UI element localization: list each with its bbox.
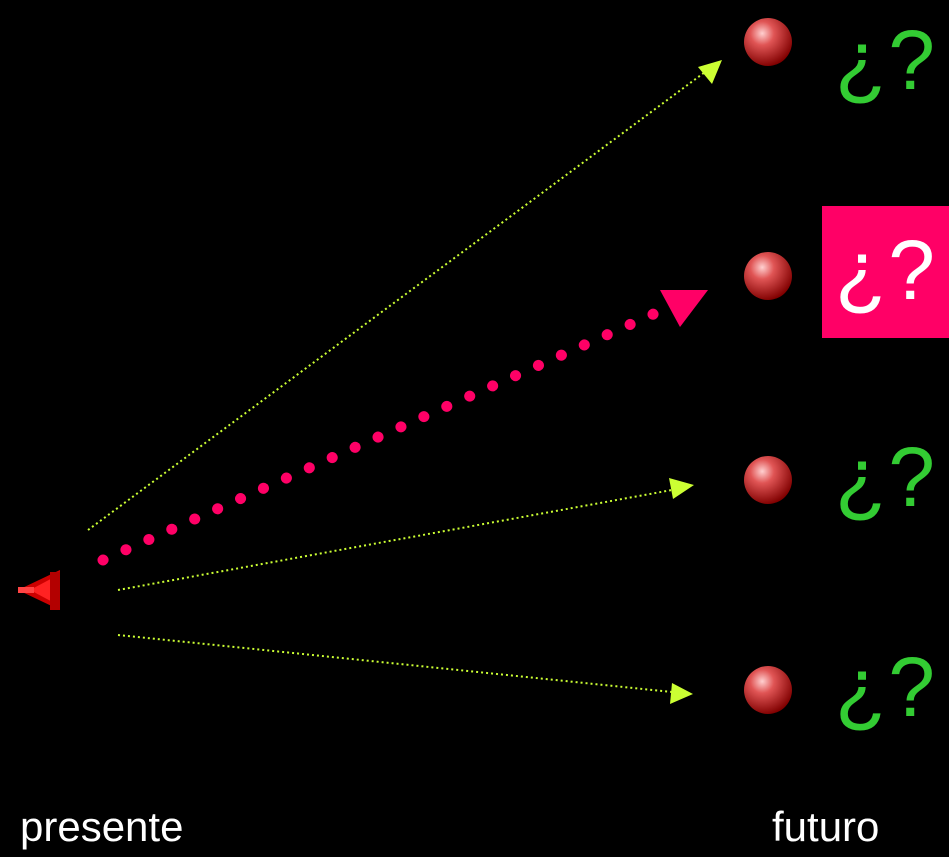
sphere-icon	[744, 456, 792, 504]
outcome-2-label: ¿?	[835, 223, 938, 317]
arrow-to-outcome-4	[117, 634, 693, 704]
arrow-to-outcome-3	[117, 478, 694, 591]
highlighted-outcome-box	[822, 206, 949, 338]
present-label: presente	[20, 803, 184, 850]
sphere-icon	[744, 18, 792, 66]
sphere-icon	[744, 252, 792, 300]
outcome-1-label: ¿?	[835, 13, 938, 107]
outcome-4-label: ¿?	[835, 640, 938, 734]
red-arrowhead-icon	[18, 570, 60, 610]
future-label: futuro	[772, 803, 880, 850]
sphere-icon	[744, 666, 792, 714]
outcome-3-label: ¿?	[835, 430, 938, 524]
arrow-to-outcome-1	[87, 60, 722, 531]
highlighted-arrow-to-outcome-2	[97, 290, 708, 566]
